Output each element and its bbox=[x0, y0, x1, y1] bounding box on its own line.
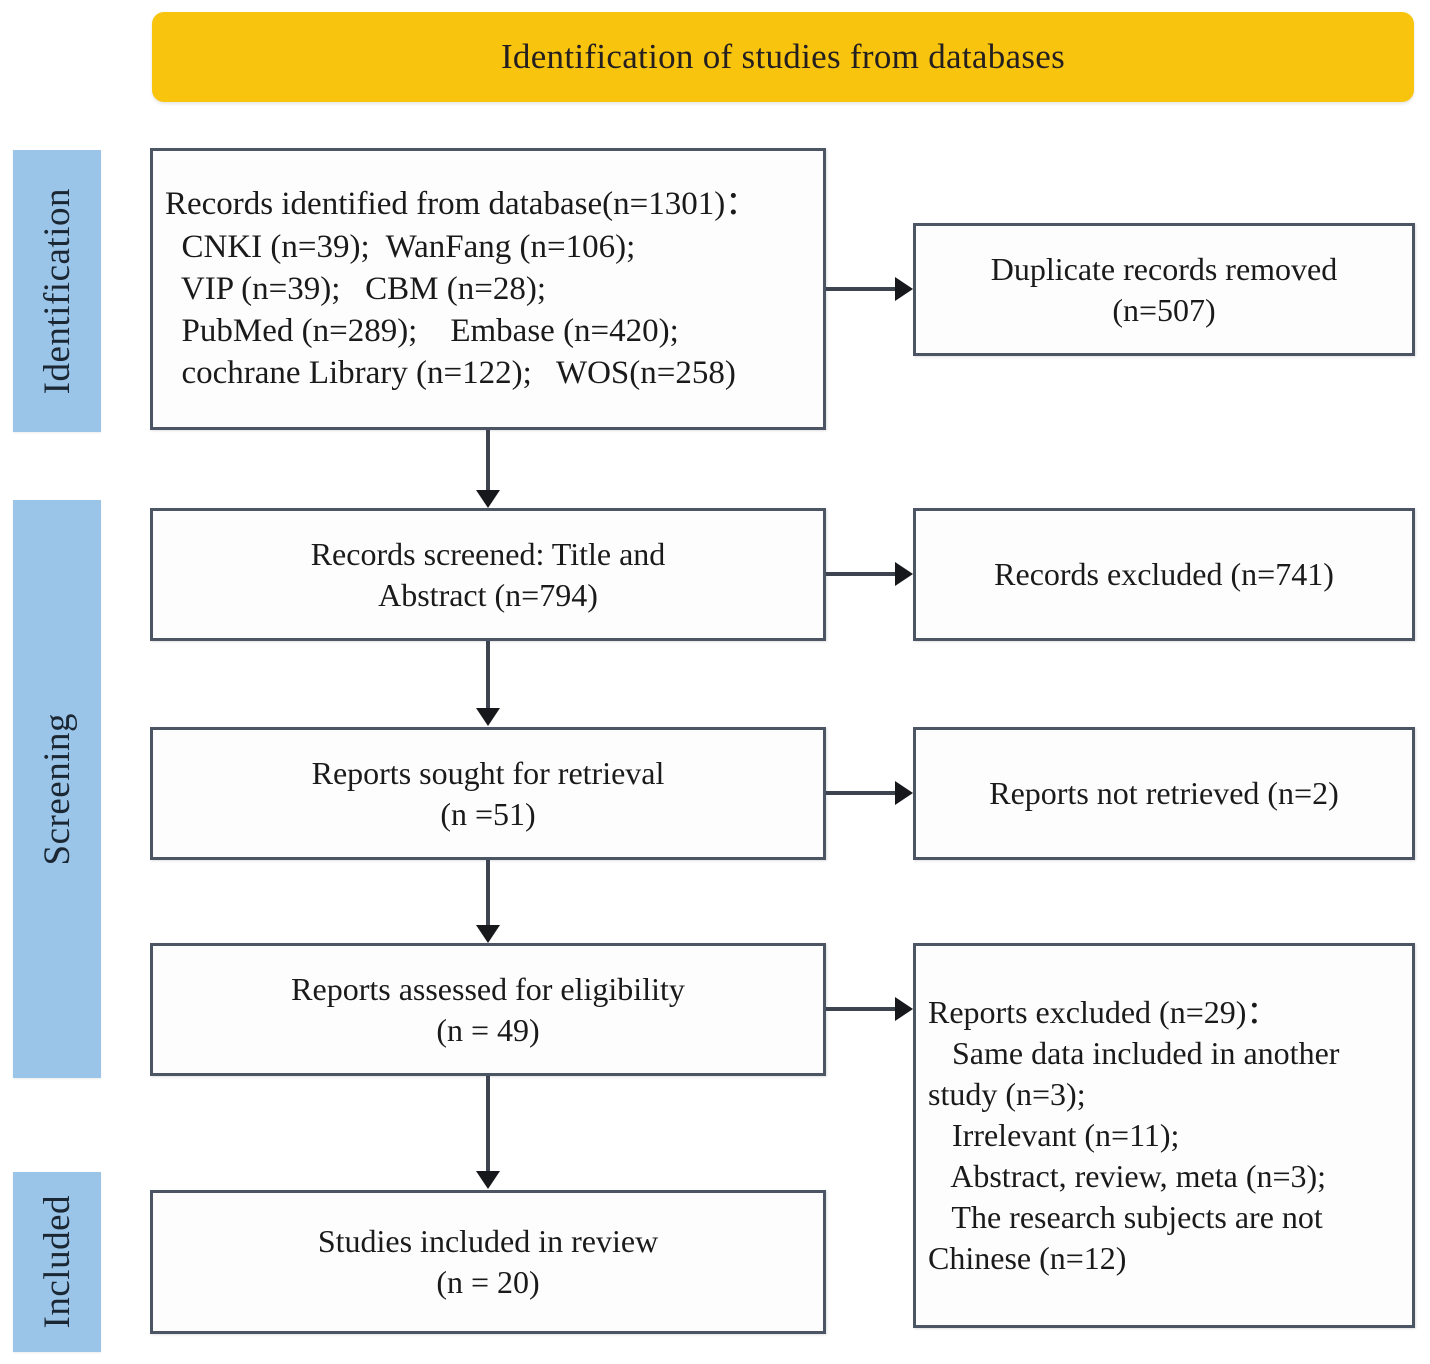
arrowhead-right-icon bbox=[895, 781, 913, 805]
stage-label-included: Included bbox=[36, 1195, 78, 1329]
arrow-identified-to-duplicates bbox=[826, 287, 898, 291]
stage-label-identification: Identification bbox=[36, 187, 78, 395]
arrow-sought-to-not-retrieved bbox=[826, 791, 898, 795]
box-line: Irrelevant (n=11); bbox=[928, 1117, 1180, 1154]
box-line: (n =51) bbox=[440, 795, 536, 832]
box-line: CNKI (n=39); WanFang (n=106); bbox=[165, 228, 636, 265]
arrowhead-down-icon bbox=[476, 708, 500, 726]
box-duplicate-records-removed: Duplicate records removed (n=507) bbox=[913, 223, 1415, 356]
box-line: (n = 20) bbox=[436, 1264, 540, 1300]
box-line: Reports assessed for eligibility bbox=[291, 970, 685, 1007]
box-line: study (n=3); bbox=[928, 1076, 1086, 1113]
box-line: The research subjects are not bbox=[928, 1198, 1323, 1235]
box-line: Records identified from database(n=1301)… bbox=[165, 186, 759, 223]
arrowhead-right-icon bbox=[895, 562, 913, 586]
arrow-sought-to-assessed bbox=[486, 860, 490, 926]
box-line: VIP (n=39); CBM (n=28); bbox=[165, 270, 546, 307]
arrow-assessed-to-included bbox=[486, 1076, 490, 1172]
box-line: Abstract (n=794) bbox=[378, 576, 598, 613]
box-reports-assessed-for-eligibility: Reports assessed for eligibility (n = 49… bbox=[150, 943, 826, 1076]
arrow-assessed-to-excluded-report bbox=[826, 1007, 898, 1011]
box-reports-sought-for-retrieval: Reports sought for retrieval (n =51) bbox=[150, 727, 826, 860]
arrow-screened-to-excluded bbox=[826, 572, 898, 576]
arrowhead-right-icon bbox=[895, 997, 913, 1021]
diagram-header-banner: Identification of studies from databases bbox=[152, 12, 1414, 102]
stage-label-screening: Screening bbox=[36, 712, 78, 866]
box-line: Abstract, review, meta (n=3); bbox=[928, 1157, 1327, 1194]
diagram-title: Identification of studies from databases bbox=[500, 37, 1066, 76]
arrowhead-down-icon bbox=[476, 1171, 500, 1189]
box-line: Reports not retrieved (n=2) bbox=[989, 775, 1339, 812]
box-reports-excluded-detailed: Reports excluded (n=29)： Same data inclu… bbox=[913, 943, 1415, 1328]
box-line: Chinese (n=12) bbox=[928, 1239, 1127, 1276]
box-line: Reports sought for retrieval bbox=[311, 754, 665, 791]
box-line: Records excluded (n=741) bbox=[994, 556, 1334, 593]
box-line: Same data included in another bbox=[928, 1035, 1340, 1072]
box-reports-not-retrieved: Reports not retrieved (n=2) bbox=[913, 727, 1415, 860]
box-line: Studies included in review bbox=[317, 1223, 659, 1260]
stage-bar-included: Included bbox=[13, 1172, 101, 1352]
stage-bar-screening: Screening bbox=[13, 500, 101, 1078]
box-records-identified: Records identified from database(n=1301)… bbox=[150, 148, 826, 430]
arrow-screened-to-sought bbox=[486, 641, 490, 709]
arrow-identified-to-screened bbox=[486, 430, 490, 492]
box-studies-included-in-review: Studies included in review (n = 20) bbox=[150, 1190, 826, 1334]
arrowhead-down-icon bbox=[476, 490, 500, 508]
box-line: (n=507) bbox=[1112, 291, 1216, 328]
box-line: PubMed (n=289); Embase (n=420); bbox=[165, 313, 679, 350]
box-line: cochrane Library (n=122); WOS(n=258) bbox=[165, 355, 736, 392]
arrowhead-down-icon bbox=[476, 925, 500, 943]
box-line: (n = 49) bbox=[436, 1011, 540, 1048]
box-line: Duplicate records removed bbox=[990, 250, 1338, 287]
box-records-excluded: Records excluded (n=741) bbox=[913, 508, 1415, 641]
stage-bar-identification: Identification bbox=[13, 150, 101, 432]
arrowhead-right-icon bbox=[895, 277, 913, 301]
box-records-screened: Records screened: Title and Abstract (n=… bbox=[150, 508, 826, 641]
box-line: Records screened: Title and bbox=[310, 535, 666, 572]
box-line: Reports excluded (n=29)： bbox=[928, 994, 1279, 1031]
